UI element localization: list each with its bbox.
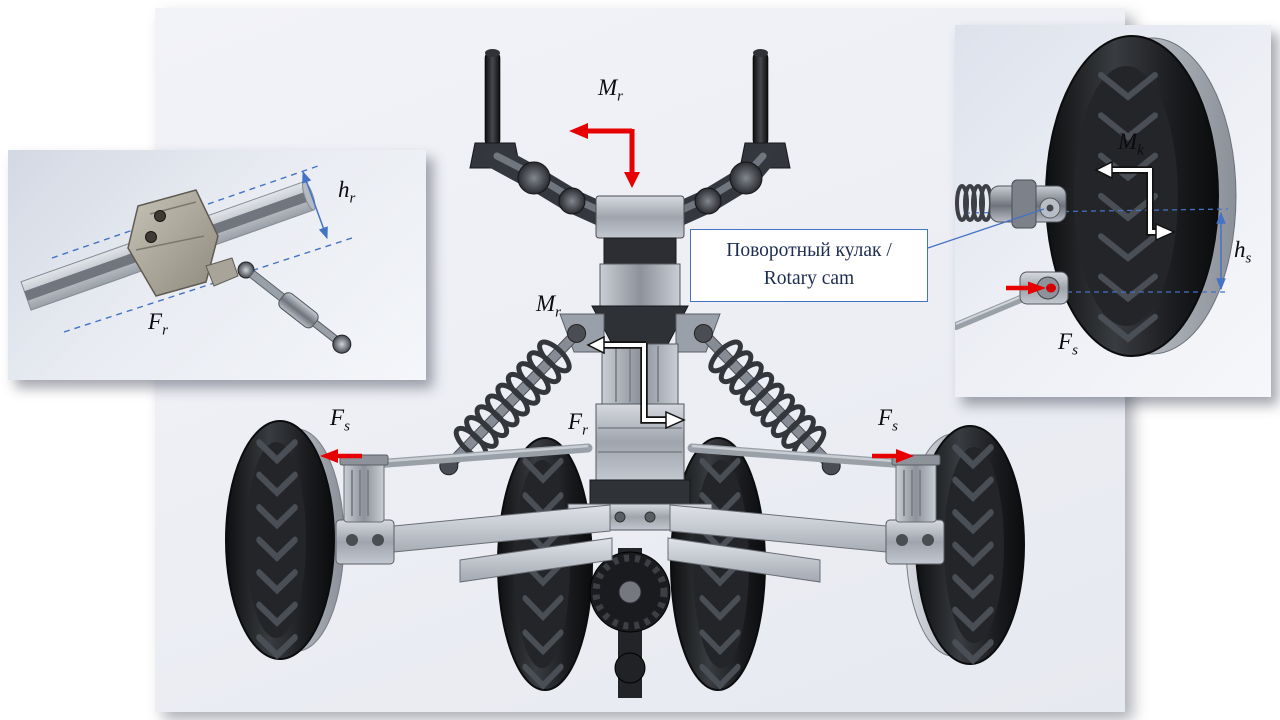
rail-bracket-detail (20, 165, 353, 354)
callout-line-russian: Поворотный кулак / (726, 240, 892, 261)
callout-line-english: Rotary cam (763, 268, 855, 290)
label-hs-dimension: hs (1234, 237, 1252, 267)
label-hr-dimension: hr (338, 177, 356, 207)
callout-rotary-cam: Поворотный кулак / Rotary cam (690, 229, 928, 302)
label-force-fs-right: Fs (878, 405, 898, 435)
moment-mr-mid-arrow (586, 335, 686, 430)
label-moment-mr-mid: Mr (536, 291, 562, 321)
rail-axis-dashed-line (51, 165, 319, 259)
suspension-beams (351, 504, 929, 583)
detail-wheel (1045, 35, 1237, 357)
force-fs-left-arrow (320, 449, 362, 463)
hr-dimension-line (302, 170, 328, 240)
label-force-fs-left: Fs (330, 405, 350, 435)
link-damper (248, 270, 352, 354)
moment-mk-arrow (1094, 160, 1176, 242)
right-wheel-carrier (885, 454, 945, 565)
upper-v-arms (485, 146, 775, 232)
outer-left-wheel (225, 420, 345, 660)
label-moment-mr-top: Mr (598, 75, 624, 105)
label-force-fs-inset: Fs (1058, 329, 1078, 359)
moment-mr-top-arrow (569, 123, 640, 188)
label-moment-mk: Mk (1118, 129, 1144, 159)
label-force-fr-inset: Fr (148, 309, 168, 339)
axle-axis-dashed-line (964, 208, 1229, 214)
force-fs-right-arrow (872, 449, 914, 463)
center-drive-sprocket (589, 548, 671, 698)
steering-knuckle-assembly (955, 179, 1069, 330)
callout-leader-line (915, 208, 1045, 253)
rotary-cam-detail (955, 35, 1237, 357)
robot-vehicle-front-view (225, 49, 1025, 698)
outer-right-wheel (905, 425, 1025, 665)
left-wheel-carrier (335, 454, 395, 565)
force-fs-detail-arrow (1006, 281, 1046, 295)
label-force-fr-center: Fr (568, 409, 588, 439)
rail-bracket (127, 189, 255, 297)
